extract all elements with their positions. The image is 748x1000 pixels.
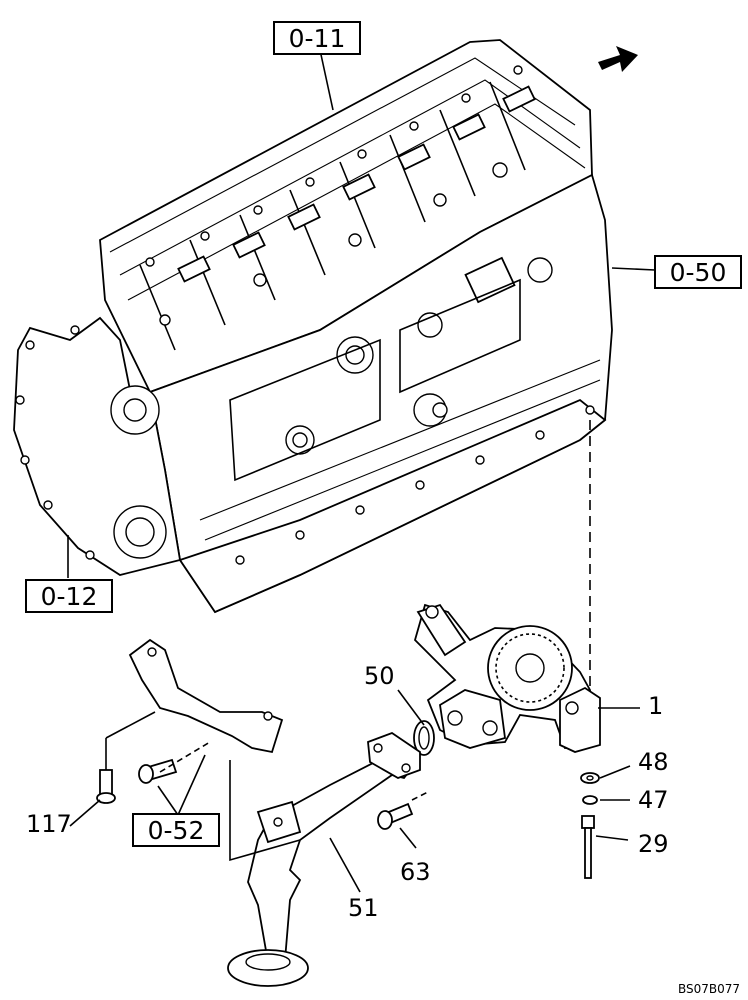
- bracket-bolt-small: [138, 758, 178, 784]
- o-ring: [413, 720, 435, 756]
- drawing-code: BS07B077: [678, 982, 740, 996]
- ref-right-pipe-label: 0-50: [670, 258, 727, 287]
- suction-pipe: [227, 731, 421, 987]
- cylinder-partitions: [109, 57, 586, 351]
- callout-washer: 48: [638, 748, 669, 776]
- ref-front-cover-label: 0-12: [41, 582, 98, 611]
- ref-box-front-cover: 0-12: [25, 579, 113, 613]
- rocker-details: [177, 85, 536, 283]
- front-cover-details: [15, 325, 167, 560]
- callout-o-ring: 50: [364, 662, 395, 690]
- washer: [580, 772, 600, 784]
- deck-bolts: [145, 65, 523, 326]
- ref-box-top-cover: 0-11: [273, 21, 361, 55]
- bracket: [128, 638, 284, 754]
- callout-suction-pipe: 51: [348, 894, 379, 922]
- front-arrow-icon: [598, 46, 638, 72]
- side-fittings: [199, 256, 601, 565]
- ref-top-cover-label: 0-11: [289, 24, 346, 53]
- bracket-bolt-117: [96, 769, 116, 804]
- pipe-bolt: [377, 802, 414, 830]
- callout-oil-pump: 1: [648, 692, 663, 720]
- callout-pipe-bolt: 63: [400, 858, 431, 886]
- ref-box-right-pipe: 0-50: [654, 255, 742, 289]
- ref-box-bracket: 0-52: [132, 813, 220, 847]
- long-bolt: [581, 815, 595, 879]
- leader-lines: [67, 49, 656, 893]
- callout-lock-washer: 47: [638, 786, 669, 814]
- engine-block: [13, 39, 613, 614]
- callout-bracket-bolt: 117: [26, 810, 72, 838]
- ref-bracket-label: 0-52: [148, 816, 205, 845]
- oil-pump: [413, 603, 601, 753]
- lock-washer: [582, 795, 598, 805]
- callout-long-bolt: 29: [638, 830, 669, 858]
